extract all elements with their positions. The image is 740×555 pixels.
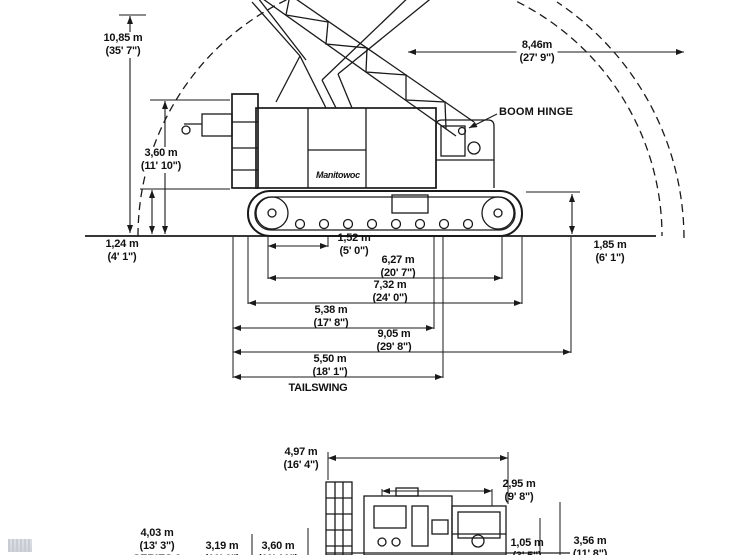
- tailswing-label: TAILSWING: [288, 382, 347, 395]
- dim-metric: 9,05 m: [377, 328, 411, 340]
- swing-radius-arcs: [137, 0, 685, 239]
- dim-upper-width: 4,97 m (16' 4"): [284, 446, 319, 472]
- series2-text: SERIES 2: [133, 553, 181, 555]
- dim-track-gauge: 3,56 m (11' 8"): [572, 535, 608, 555]
- dim-metric: 1,85 m: [593, 239, 627, 251]
- dim-imperial: (6' 1"): [595, 252, 625, 264]
- dim-width-retracted: 3,19 m (10' 6"): [205, 540, 240, 555]
- dim-metric: 10,85 m: [100, 32, 146, 45]
- dim-metric: 3,60 m: [137, 147, 185, 160]
- dim-imperial: (3' 5"): [510, 550, 543, 555]
- dim-metric: 3,56 m: [573, 535, 607, 547]
- dim-metric: 5,50 m: [313, 353, 347, 365]
- dim-metric: 4,03 m: [140, 527, 174, 539]
- dim-tumbler-centers: 6,27 m (20' 7"): [381, 254, 416, 280]
- dim-track-width: 1,05 m (3' 5"): [510, 537, 543, 555]
- dim-imperial: (17' 8"): [313, 317, 349, 329]
- dim-metric: 8,46m: [516, 39, 558, 52]
- dim-rear-to-center: 5,38 m (17' 8"): [314, 304, 349, 330]
- dim-imperial: (20' 7"): [380, 267, 416, 279]
- dim-width-series2: 4,03 m (13' 3") SERIES 2: [133, 527, 181, 555]
- dim-imperial: (24' 0"): [372, 292, 408, 304]
- dim-imperial: (27' 9"): [516, 52, 558, 65]
- dim-imperial: (13' 3"): [139, 540, 175, 552]
- dim-tailswing-radius: 5,50 m (18' 1"): [313, 353, 348, 379]
- side-view-drawing: [85, 0, 656, 237]
- dim-overall-height: 10,85 m (35' 7"): [100, 32, 146, 58]
- dim-cab-offset: 2,95 m (9' 8"): [502, 478, 535, 504]
- dim-imperial: (29' 8"): [376, 341, 412, 353]
- dim-imperial: (5' 0"): [339, 245, 369, 257]
- dim-crawler-height: 1,85 m (6' 1"): [593, 239, 626, 265]
- boom-hinge-callout: BOOM HINGE: [499, 106, 574, 118]
- dim-metric: 6,27 m: [381, 254, 415, 266]
- dim-metric: 4,97 m: [284, 446, 318, 458]
- side-view-extension-lines: [119, 14, 580, 378]
- dim-imperial: (11' 8"): [572, 548, 608, 555]
- dim-imperial: (18' 1"): [312, 366, 348, 378]
- dim-crawler-length: 7,32 m (24' 0"): [373, 279, 408, 305]
- dim-metric: 5,38 m: [314, 304, 348, 316]
- dim-imperial: (35' 7"): [100, 45, 146, 58]
- tailswing-text: TAILSWING: [288, 382, 348, 394]
- dim-imperial: (4' 1"): [107, 251, 137, 263]
- dim-width-mid: 3,60 m (11' 10"): [258, 540, 298, 555]
- brand-logo-text: Manitowoc: [316, 170, 360, 180]
- dim-metric: 1,24 m: [105, 238, 139, 250]
- dim-body-height: 3,60 m (11' 10"): [137, 147, 185, 173]
- dim-metric: 7,32 m: [373, 279, 407, 291]
- rear-view-dimension-lines: [251, 452, 561, 555]
- dim-metric: 1,52 m: [337, 232, 371, 244]
- dim-metric: 3,60 m: [261, 540, 295, 552]
- dim-imperial: (11' 10"): [137, 160, 185, 173]
- dim-ground-clearance: 1,24 m (4' 1"): [105, 238, 138, 264]
- watermark: [8, 539, 32, 552]
- dim-metric: 1,05 m: [510, 537, 544, 549]
- dim-imperial: (11' 10"): [258, 553, 298, 555]
- dim-overall-length: 9,05 m (29' 8"): [377, 328, 412, 354]
- dim-boom-hinge-radius: 8,46m (27' 9"): [516, 39, 558, 65]
- dim-imperial: (10' 6"): [205, 553, 240, 555]
- dim-imperial: (9' 8"): [504, 491, 534, 503]
- dim-imperial: (16' 4"): [283, 459, 319, 471]
- dim-tumbler-offset: 1,52 m (5' 0"): [337, 232, 370, 258]
- dim-metric: 2,95 m: [502, 478, 536, 490]
- dim-metric: 3,19 m: [205, 540, 239, 552]
